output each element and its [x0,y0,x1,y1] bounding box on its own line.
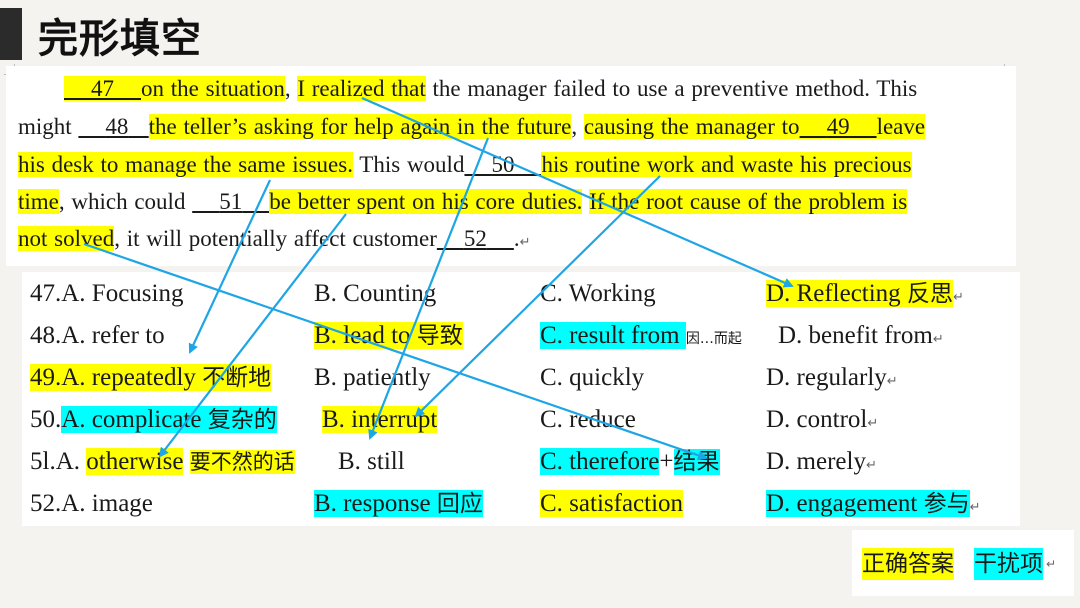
passage-text: might [18,114,79,139]
phrase-not-solved: not solved [18,226,115,251]
page-title: 完形填空 [38,16,202,62]
phrase-core-duties: be better spent on his core duties. [269,189,583,214]
option-52-c: C. satisfaction [540,490,684,517]
phrase-teller-asking: the teller’s asking for help again in th… [148,114,572,139]
option-48-c: C. result from 因…而起 [540,322,742,349]
option-47-b: B. Counting [314,280,437,307]
option-52-d: D. engagement 参与↵ [766,490,981,517]
option-51-c: C. therefore+结果 [540,448,720,475]
phrase-time: time [18,189,59,214]
option-51-a: 5l.A. otherwise 要不然的话 [30,448,295,475]
blank-47: 47 [64,76,141,101]
option-47-c: C. Working [540,280,656,307]
passage-line-2: might 48 the teller’s asking for help ag… [18,110,926,144]
option-48-a: 48.A. refer to [30,322,165,349]
legend-correct-answer: 正确答案 [862,548,954,580]
option-49-d: D. regularly↵ [766,364,898,391]
passage-text: , it will potentially affect customer [114,226,437,251]
phrase-root-cause: If the root cause of the problem is [589,189,908,214]
color-legend: 正确答案 干扰项 ↵ [852,530,1074,596]
option-51-b: B. still [338,448,405,475]
option-51-d: D. merely↵ [766,448,877,475]
passage-line-5: not solved, it will potentially affect c… [18,222,531,256]
options-table: 47.A. Focusing B. Counting C. Working D.… [22,272,1020,526]
legend-return-mark: ↵ [1046,557,1057,571]
option-50-b: B. interrupt [322,406,438,433]
passage-line-3: his desk to manage the same issues. This… [18,148,912,182]
blank-52: 52 [463,226,487,251]
option-48-d: D. benefit from↵ [778,322,944,349]
option-49-c: C. quickly [540,364,645,391]
indent [18,76,64,101]
passage-line-4: time, which could 51 be better spent on … [18,185,908,219]
option-52-a: 52.A. image [30,490,153,517]
phrase-his-desk: his desk to manage the same issues. [18,152,353,177]
option-52-b: B. response 回应 [314,490,483,517]
option-49-b: B. patiently [314,364,431,391]
blank-48: 48 [105,114,129,139]
return-mark: ↵ [519,235,531,250]
passage-text: , which could [58,189,193,214]
blank-51: 51 [219,189,243,214]
blank-49: 49 [799,114,877,139]
passage-text: This would [352,152,465,177]
passage-line-1: 47 on the situation, I realized that the… [18,72,917,106]
option-50-d: D. control↵ [766,406,879,433]
legend-distractor: 干扰项 [974,548,1043,580]
comma: , [284,76,298,101]
phrase-i-realized: I realized that [297,76,426,101]
phrase-causing-manager: causing the manager to [583,114,800,139]
option-47-a: 47.A. Focusing [30,280,184,307]
comma: , [571,114,584,139]
title-accent-bar [0,8,22,60]
option-50-c: C. reduce [540,406,636,433]
option-49-a: 49.A. repeatedly 不断地 [30,364,272,391]
phrase-routine-work: his routine work and waste his precious [541,152,912,177]
passage-text: the manager failed to use a preventive m… [425,76,918,101]
phrase-leave: leave [876,114,926,139]
blank-50: 50 [491,152,515,177]
option-47-d: D. Reflecting 反思↵ [766,280,964,307]
option-48-b: B. lead to 导致 [314,322,463,349]
phrase-on-situation: on the situation [141,76,285,101]
option-50-a: 50.A. complicate 复杂的 [30,406,277,433]
passage-box: 47 on the situation, I realized that the… [6,66,1016,266]
